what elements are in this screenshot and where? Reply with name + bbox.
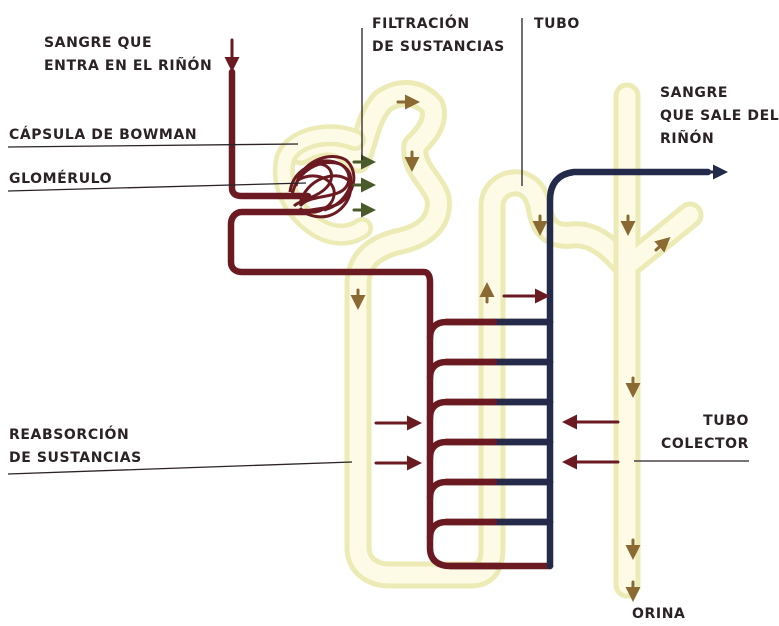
label-collecting-duct: TUBO COLECTOR [661, 410, 749, 456]
nephron-tubule [301, 93, 690, 585]
label-bowman-capsule: CÁPSULA DE BOWMAN [9, 124, 197, 147]
label-reabsorption: REABSORCIÓN DE SUSTANCIAS [9, 424, 142, 470]
label-blood-in: SANGRE QUE ENTRA EN EL RIÑÓN [44, 32, 212, 78]
flow-arrows [232, 40, 722, 596]
label-tube: TUBO [534, 13, 580, 36]
label-filtration: FILTRACIÓN DE SUSTANCIAS [372, 13, 505, 59]
label-blood-out: SANGRE QUE SALE DEL RIÑÓN [660, 82, 779, 151]
label-glomerulus: GLOMÉRULO [9, 168, 112, 191]
